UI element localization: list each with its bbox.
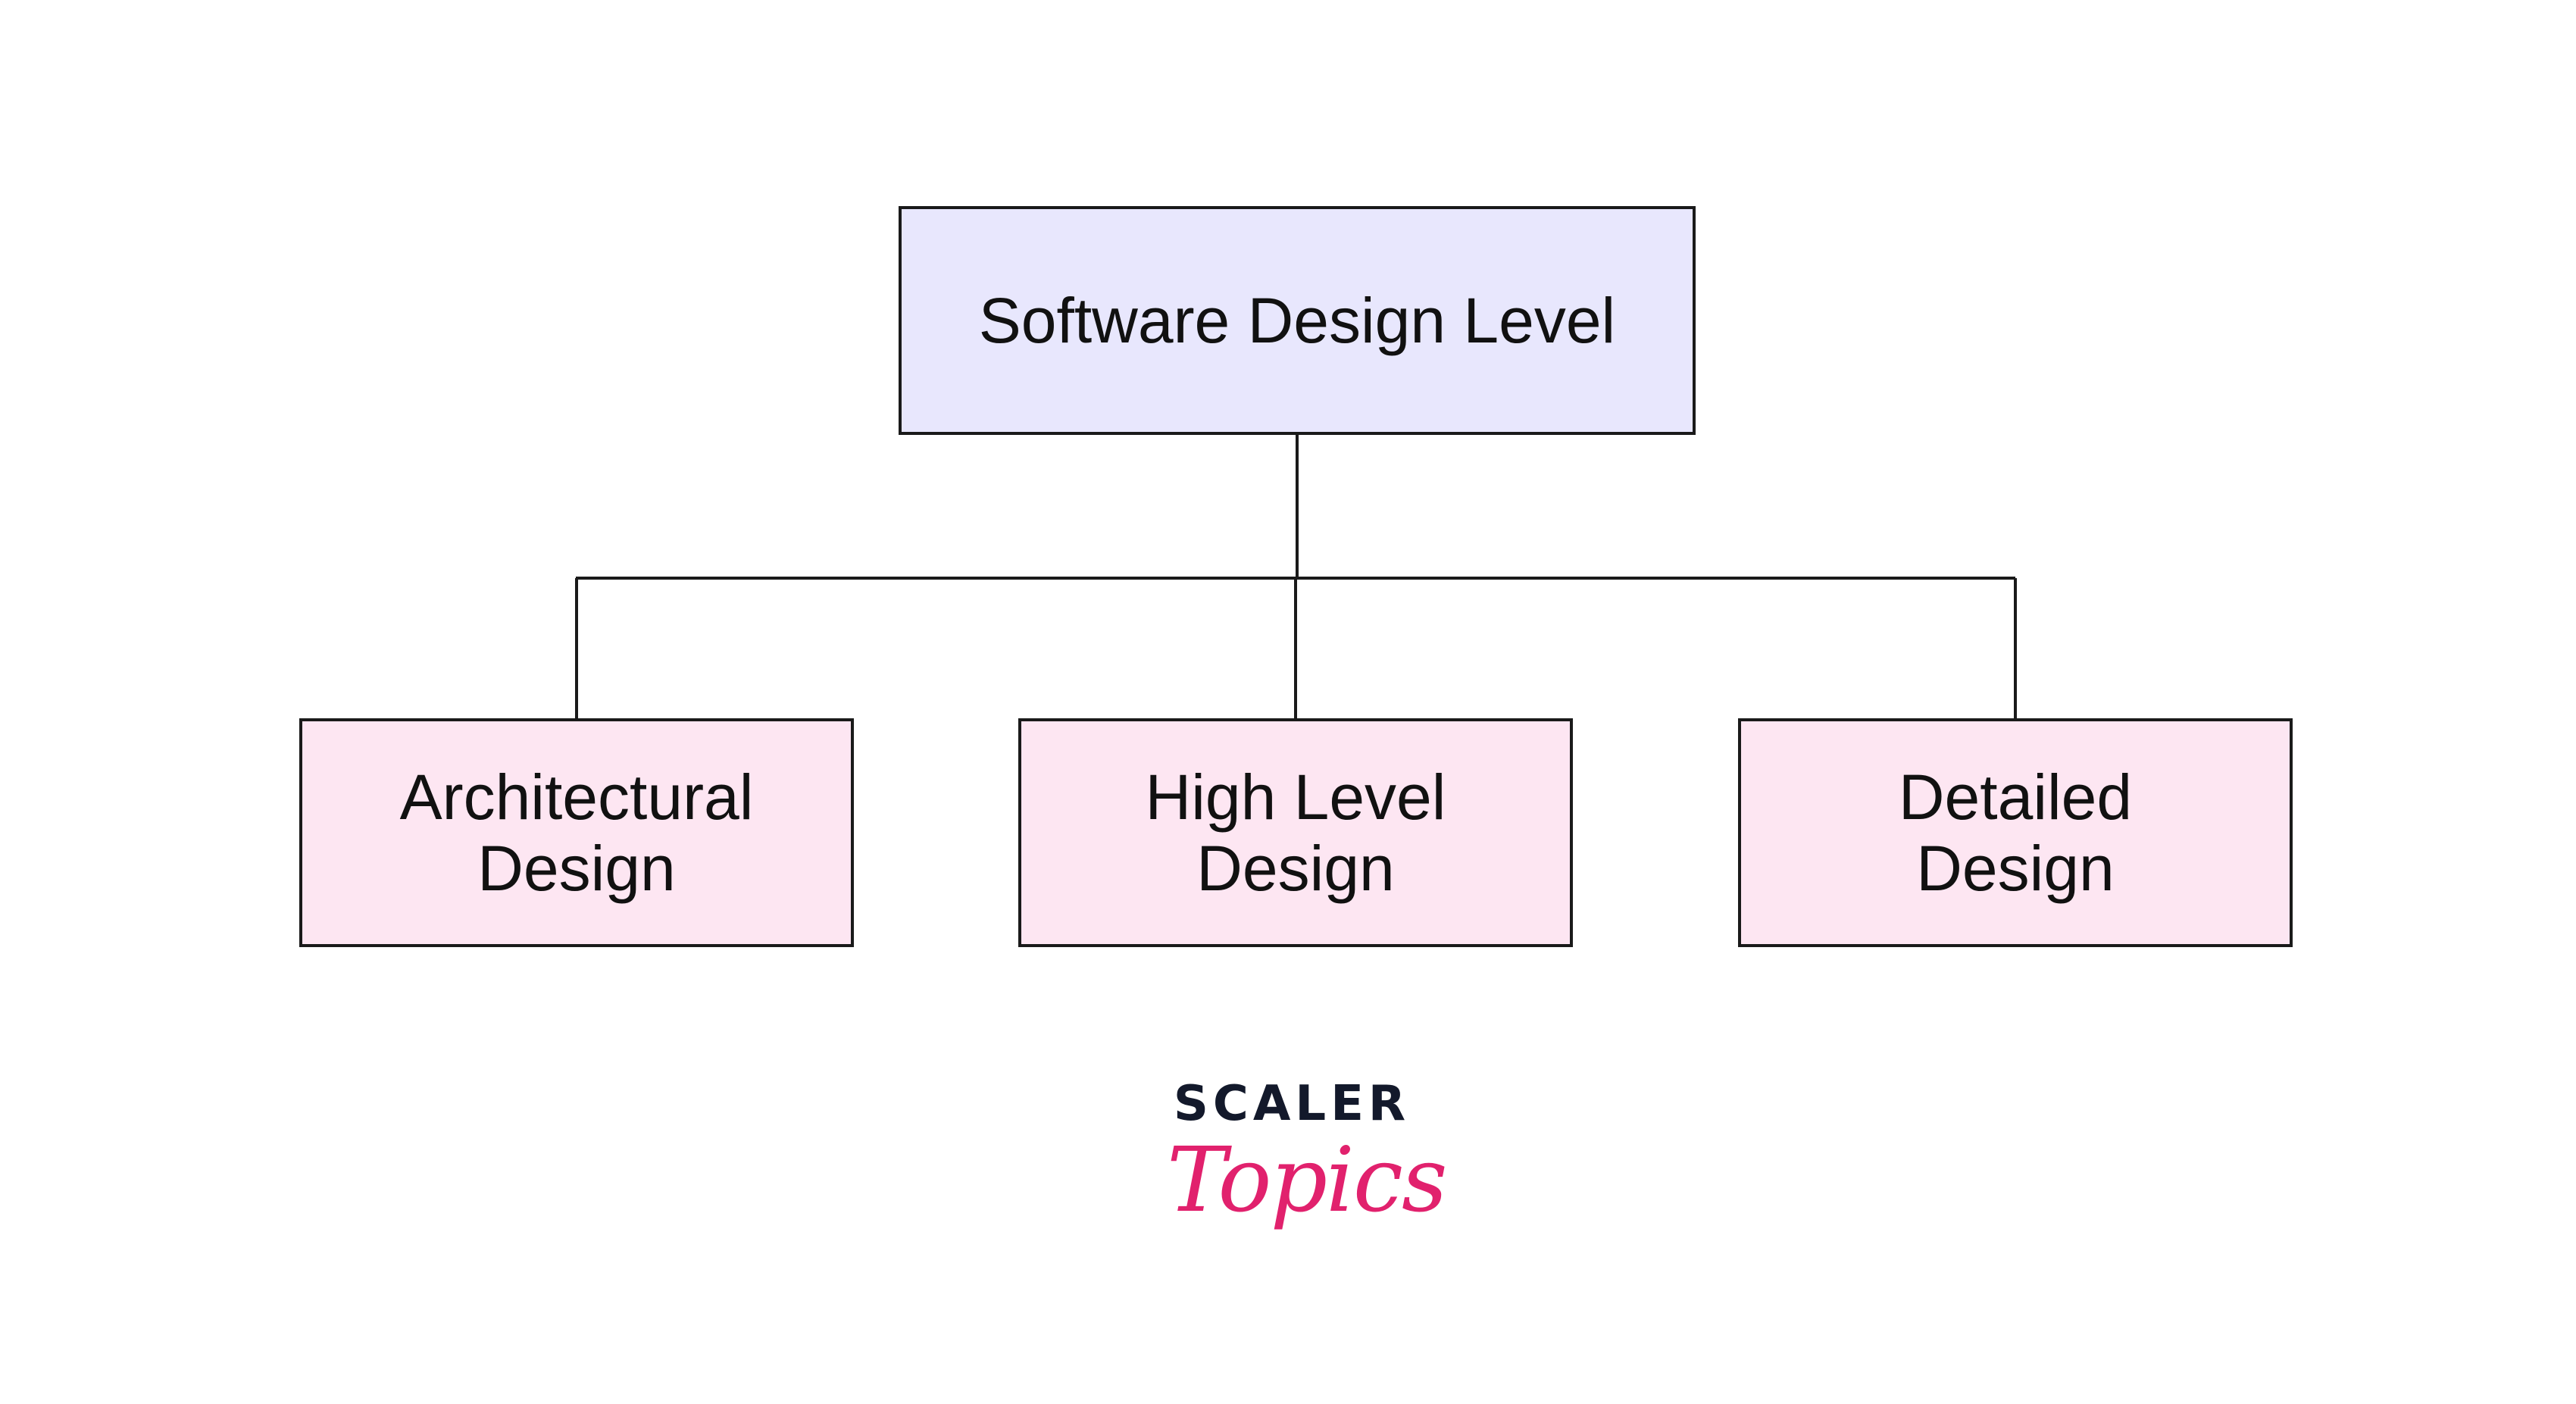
node-architectural-design: Architectural Design [299,718,854,947]
node-high-level-design: High Level Design [1018,718,1573,947]
node-high-level-label-line2: Design [1196,833,1395,904]
scaler-topics-logo: SCALER Topics [1167,1076,1448,1280]
node-root-label: Software Design Level [978,284,1616,356]
logo-brand-text: SCALER [1173,1076,1411,1132]
node-high-level-label-line1: High Level [1145,761,1446,833]
node-architectural-label-line2: Design [477,833,676,904]
logo-script-text: Topics [1167,1127,1448,1232]
node-detailed-label-line1: Detailed [1898,761,2133,833]
node-detailed-label-line2: Design [1916,833,2115,904]
node-detailed-design: Detailed Design [1738,718,2293,947]
node-architectural-label-line1: Architectural [399,761,754,833]
node-software-design-level: Software Design Level [899,206,1696,435]
